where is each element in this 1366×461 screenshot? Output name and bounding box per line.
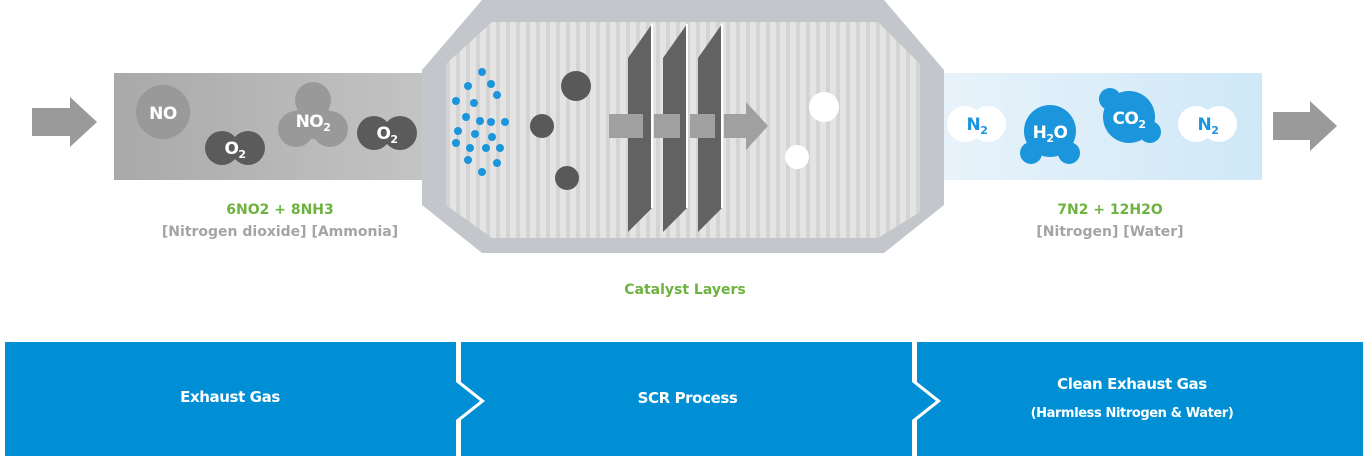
spray-dot xyxy=(464,156,472,164)
step-exhaust-gas-bg xyxy=(5,342,480,456)
output-formula: 7N2 + 12H2O xyxy=(1057,202,1163,218)
output-names: [Nitrogen] [Water] xyxy=(1036,224,1184,240)
spray-dot xyxy=(462,113,470,121)
svg-text:N2: N2 xyxy=(1198,115,1219,137)
input-formula: 6NO2 + 8NH3 xyxy=(226,202,334,218)
input-caption: 6NO2 + 8NH3 [Nitrogen dioxide] [Ammonia] xyxy=(100,199,460,243)
input-names: [Nitrogen dioxide] [Ammonia] xyxy=(161,224,399,240)
spray-dot xyxy=(478,168,486,176)
molecule-n2: N2 xyxy=(1178,106,1237,142)
spray-dot xyxy=(454,127,462,135)
spray-dot xyxy=(493,91,501,99)
spray-dot xyxy=(464,82,472,90)
molecule-o2: O2 xyxy=(357,116,417,150)
molecule-n2: N2 xyxy=(947,106,1006,142)
molecule-o2: O2 xyxy=(205,131,265,165)
input-arrow xyxy=(32,97,97,147)
molecule-h2o: H2O xyxy=(1020,105,1080,164)
ammonia-spray xyxy=(452,68,509,176)
step-clean-exhaust-gas-sub: (Harmless Nitrogen & Water) xyxy=(1030,406,1234,421)
process-steps-bar xyxy=(5,342,1363,456)
spray-dot xyxy=(452,139,460,147)
svg-text:O2: O2 xyxy=(376,124,397,146)
spray-dot xyxy=(478,68,486,76)
spray-dot xyxy=(501,118,509,126)
spray-dot xyxy=(487,80,495,88)
spray-dot xyxy=(470,99,478,107)
particle xyxy=(785,145,809,169)
spray-dot xyxy=(487,118,495,126)
svg-text:NO2: NO2 xyxy=(296,112,331,134)
scr-process-diagram: NO O2 NO2 O2 N2 H2O CO2 N2 xyxy=(32,0,1337,253)
particle xyxy=(530,114,554,138)
step-exhaust-gas: Exhaust Gas xyxy=(180,388,280,406)
output-caption: 7N2 + 12H2O [Nitrogen] [Water] xyxy=(970,199,1250,243)
catalyst-flow-arrow xyxy=(609,102,768,150)
spray-dot xyxy=(471,130,479,138)
particle xyxy=(555,166,579,190)
particle xyxy=(561,71,591,101)
particle xyxy=(809,92,839,122)
spray-dot xyxy=(466,144,474,152)
spray-dot xyxy=(496,144,504,152)
molecule-no: NO xyxy=(136,85,190,139)
spray-dot xyxy=(488,133,496,141)
step-scr-process: SCR Process xyxy=(637,389,738,407)
molecule-no2: NO2 xyxy=(278,82,348,147)
molecule-co2: CO2 xyxy=(1099,88,1161,143)
svg-text:H2O: H2O xyxy=(1033,123,1068,145)
svg-text:NO: NO xyxy=(149,104,177,124)
spray-dot xyxy=(493,159,501,167)
svg-text:N2: N2 xyxy=(967,115,988,137)
spray-dot xyxy=(482,144,490,152)
spray-dot xyxy=(452,97,460,105)
output-arrow xyxy=(1273,101,1337,151)
svg-text:CO2: CO2 xyxy=(1112,109,1145,131)
svg-text:O2: O2 xyxy=(224,139,245,161)
step-clean-exhaust-bg xyxy=(917,342,1363,456)
spray-dot xyxy=(476,117,484,125)
step-clean-exhaust-gas: Clean Exhaust Gas xyxy=(1057,375,1207,393)
catalyst-label: Catalyst Layers xyxy=(624,282,746,298)
step-scr-process-bg xyxy=(461,342,936,456)
